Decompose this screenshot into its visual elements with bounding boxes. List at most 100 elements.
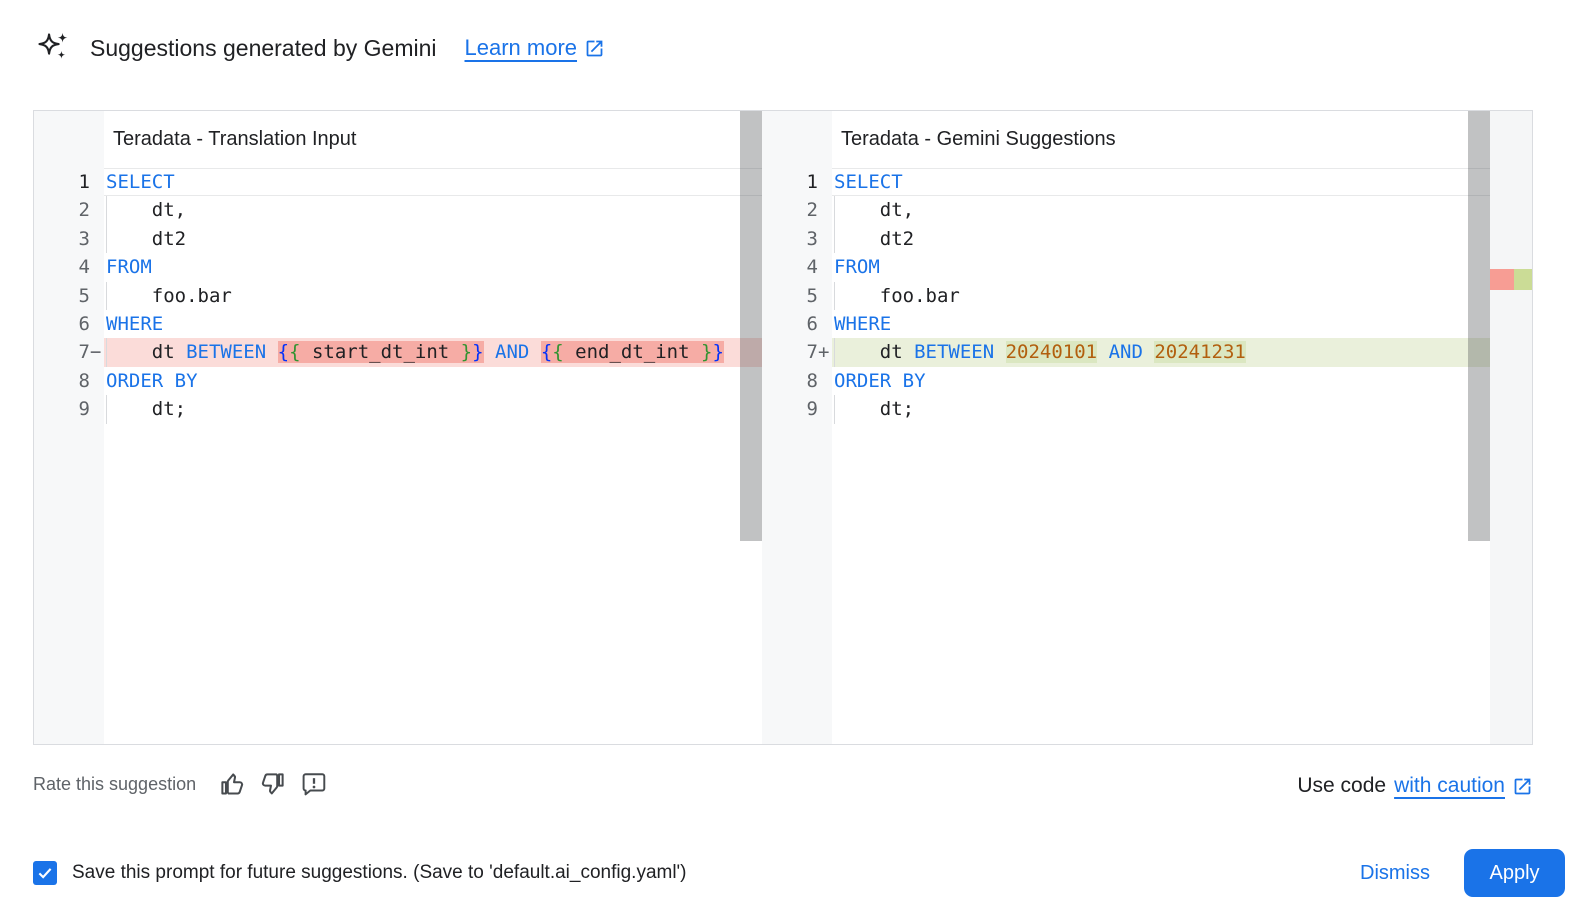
scrollbar-thumb[interactable] <box>1468 111 1490 541</box>
code-token: FROM <box>834 256 880 279</box>
diff-removed-marker <box>1490 269 1514 290</box>
code-token: AND <box>1108 341 1143 364</box>
gutter <box>34 111 104 744</box>
code-text: dt; <box>104 395 762 424</box>
line-number: 6 <box>34 310 104 338</box>
code-token: ORDER BY <box>834 369 926 392</box>
code-token: foo.bar <box>834 284 960 307</box>
code-token: { <box>540 341 553 364</box>
code-token: WHERE <box>834 312 892 335</box>
line-number: 2 <box>762 196 832 224</box>
code-line: 9 dt; <box>34 395 762 424</box>
learn-more-label: Learn more <box>464 35 578 60</box>
panel-header: Teradata - Gemini Suggestions <box>832 111 1532 168</box>
save-prompt-label: Save this prompt for future suggestions.… <box>72 862 687 883</box>
diff-sign <box>90 310 104 338</box>
code-text: dt BETWEEN 20240101 AND 20241231 <box>832 338 1490 368</box>
gemini-sparkle-icon <box>35 30 71 66</box>
rate-row: Rate this suggestion <box>33 768 328 800</box>
code-token: SELECT <box>834 171 903 193</box>
code-token: { <box>552 341 564 364</box>
code-text: foo.bar <box>104 281 762 311</box>
code-line: 7− dt BETWEEN {{ start_dt_int }} AND {{ … <box>34 338 762 368</box>
diff-overview-ruler <box>1490 111 1532 744</box>
diff-sign <box>818 225 832 253</box>
line-number: 8 <box>34 367 104 395</box>
code-line: 9 dt; <box>762 395 1490 424</box>
line-number: 6 <box>762 310 832 338</box>
line-number: 5 <box>762 282 832 310</box>
thumb-down-icon <box>261 772 284 794</box>
code-text: dt; <box>832 395 1490 424</box>
diff-sign <box>90 168 104 196</box>
code-token: dt; <box>106 398 187 421</box>
rate-label: Rate this suggestion <box>33 773 197 794</box>
code-token: { <box>277 341 290 364</box>
diff-sign <box>90 395 104 423</box>
code-token: WHERE <box>106 312 164 335</box>
diff-sign <box>90 282 104 310</box>
apply-button[interactable]: Apply <box>1464 849 1565 897</box>
code-token: end_dt_int <box>563 341 701 364</box>
code-line: 5 foo.bar <box>762 281 1490 311</box>
diff-sign <box>818 310 832 338</box>
thumb-up-icon <box>220 772 243 795</box>
code-token: BETWEEN <box>186 341 267 364</box>
diff-sign <box>90 225 104 253</box>
panel-title: Teradata - Translation Input <box>113 128 357 150</box>
code-token: dt2 <box>834 227 915 250</box>
feedback-button[interactable] <box>300 770 328 798</box>
line-number: 8 <box>762 367 832 395</box>
code-token <box>1143 341 1154 363</box>
scrollbar-thumb[interactable] <box>740 111 762 541</box>
code-token: start_dt_int <box>300 341 461 364</box>
thumb-down-button[interactable] <box>258 770 286 798</box>
header-title: Suggestions generated by Gemini <box>90 34 437 61</box>
line-number: 9 <box>34 395 104 423</box>
save-prompt-checkbox[interactable] <box>33 861 57 885</box>
code-line: 2 dt, <box>34 196 762 226</box>
scrollbar[interactable] <box>1468 111 1490 744</box>
line-number: 3 <box>34 225 104 253</box>
code-line: 5 foo.bar <box>34 281 762 311</box>
thumb-up-button[interactable] <box>218 770 246 798</box>
code-token <box>994 341 1005 363</box>
code-token: } <box>701 341 713 364</box>
line-number: 7+ <box>762 338 832 366</box>
code-text: ORDER BY <box>832 367 1490 395</box>
diff-sign <box>90 253 104 281</box>
diff-sign <box>818 168 832 196</box>
learn-more-link[interactable]: Learn more <box>465 35 606 61</box>
code-token: BETWEEN <box>914 341 995 364</box>
gutter <box>762 111 832 744</box>
scrollbar[interactable] <box>740 111 762 744</box>
feedback-icon <box>302 773 326 796</box>
panel-title: Teradata - Gemini Suggestions <box>841 128 1116 150</box>
code-token: } <box>712 341 724 364</box>
code-token: dt, <box>106 199 187 222</box>
with-caution-link[interactable]: with caution <box>1394 774 1505 797</box>
code-token <box>1097 341 1108 363</box>
line-number: 1 <box>34 168 104 196</box>
dismiss-button[interactable]: Dismiss <box>1346 852 1444 895</box>
code-text: dt2 <box>104 224 762 254</box>
diff-sign: + <box>818 341 830 364</box>
code-token <box>266 341 277 363</box>
code-text: foo.bar <box>832 281 1490 311</box>
code-token: ORDER BY <box>106 369 198 392</box>
code-token: { <box>289 341 301 364</box>
code-token <box>484 341 495 363</box>
diff-sign <box>90 196 104 224</box>
line-number: 4 <box>762 253 832 281</box>
code-token: dt; <box>834 398 915 421</box>
